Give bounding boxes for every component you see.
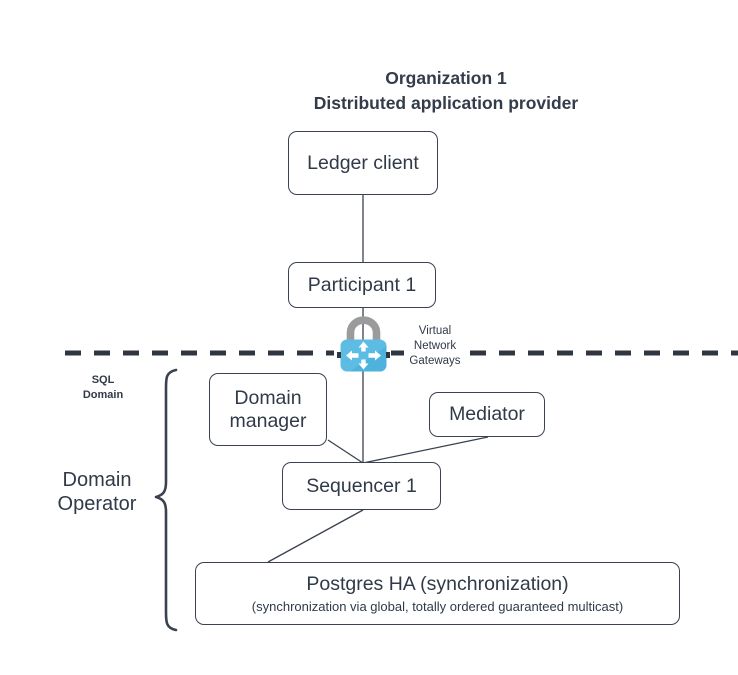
node-sequencer-1-label: Sequencer 1 [306, 474, 417, 497]
label-vng-line-1: Virtual [418, 325, 452, 337]
node-sequencer-1[interactable]: Sequencer 1 [282, 462, 441, 510]
node-postgres-ha-subtitle: (synchronization via global, totally ord… [251, 598, 624, 614]
label-domain-operator-line-1: Domain [62, 469, 132, 491]
connector-sequencer-to-postgres [267, 509, 364, 563]
organization-title-line-2: Distributed application provider [313, 93, 579, 114]
label-virtual-network-gateways: Virtual Network Gateways [400, 324, 470, 370]
domain-operator-brace [154, 368, 178, 632]
node-mediator-label: Mediator [449, 403, 525, 425]
label-sql-domain: SQL Domain [70, 373, 136, 403]
node-participant-1[interactable]: Participant 1 [288, 262, 436, 308]
node-domain-manager[interactable]: Domain manager [209, 373, 327, 446]
organization-title: Organization 1 Distributed application p… [246, 66, 646, 117]
node-ledger-client[interactable]: Ledger client [288, 131, 438, 195]
node-domain-manager-label-line-1: Domain [234, 386, 302, 409]
node-ledger-client-label: Ledger client [307, 151, 419, 174]
label-sql-domain-line-2: Domain [82, 388, 124, 401]
connector-domain-manager-to-sequencer [327, 439, 364, 464]
connector-mediator-to-sequencer [362, 436, 489, 464]
node-postgres-ha[interactable]: Postgres HA (synchronization) (synchroni… [195, 562, 680, 625]
label-domain-operator: Domain Operator [42, 468, 152, 517]
label-vng-line-2: Network [413, 340, 457, 353]
label-vng-line-3: Gateways [409, 355, 461, 368]
node-postgres-ha-title: Postgres HA (synchronization) [306, 572, 569, 595]
organization-title-line-1: Organization 1 [385, 68, 507, 88]
node-domain-manager-label-line-2: manager [229, 409, 307, 432]
padlock-network-gateway-icon [337, 316, 390, 372]
label-domain-operator-line-2: Operator [57, 493, 137, 516]
node-participant-1-label: Participant 1 [307, 273, 417, 296]
label-sql-domain-line-1: SQL [91, 374, 115, 386]
node-mediator[interactable]: Mediator [429, 392, 545, 437]
